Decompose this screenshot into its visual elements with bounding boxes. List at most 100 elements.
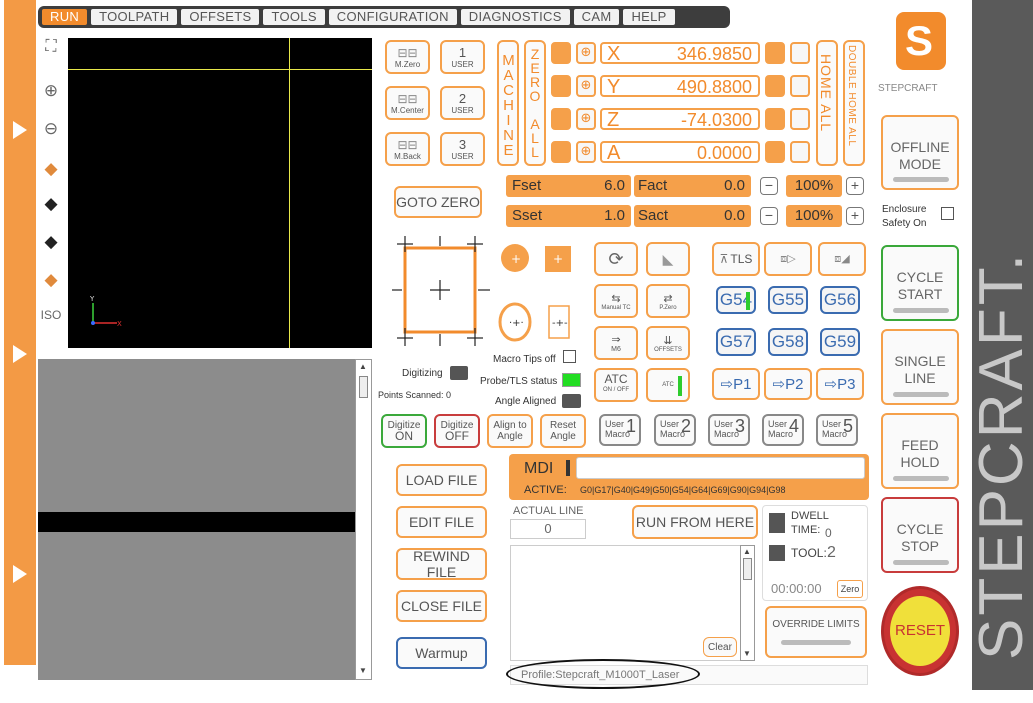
spindle-plus-button[interactable]: + — [846, 207, 864, 225]
home-y-icon[interactable] — [765, 75, 785, 97]
load-file-button[interactable]: LOAD FILE — [396, 464, 487, 496]
goto-y-icon[interactable] — [790, 75, 810, 97]
zero-x-icon[interactable] — [551, 42, 571, 64]
enclosure-safety-checkbox[interactable] — [941, 207, 954, 220]
dro-z[interactable]: Z-74.0300 — [600, 108, 760, 130]
tab-help[interactable]: HELP — [623, 9, 675, 25]
feed-plus-button[interactable]: + — [846, 177, 864, 195]
scroll-up-icon[interactable]: ▲ — [743, 547, 751, 556]
view-right-cube-icon[interactable]: ◆ — [44, 270, 58, 289]
timer-zero-button[interactable]: Zero — [837, 580, 863, 598]
zero-a-icon[interactable] — [551, 141, 571, 163]
expand-arrow-icon[interactable] — [13, 565, 27, 583]
double-home-all-button[interactable]: DOUBLE HOME ALL — [843, 40, 865, 166]
ref-y-icon[interactable]: ⊕ — [576, 75, 596, 97]
tab-cam[interactable]: CAM — [573, 9, 620, 25]
m6-button[interactable]: ⇒M6 — [594, 326, 638, 360]
goto-zero-button[interactable]: GOTO ZERO — [394, 186, 482, 218]
p2-button[interactable]: ⇨P2 — [764, 368, 812, 400]
tls-button[interactable]: ⊼TLS — [712, 242, 760, 276]
mdi-input[interactable] — [576, 457, 865, 479]
tool-offsets-button[interactable]: ⇊OFFSETS — [646, 326, 690, 360]
home-a-icon[interactable] — [765, 141, 785, 163]
spindle-minus-button[interactable]: − — [760, 207, 778, 225]
tab-run[interactable]: RUN — [42, 9, 88, 25]
probe-xy-button[interactable]: ⧈◢ — [818, 242, 866, 276]
zoom-out-icon[interactable]: ⊖ — [43, 119, 59, 138]
home-z-icon[interactable] — [765, 108, 785, 130]
machine-zero-button[interactable]: ⊟⊟M.Zero — [385, 40, 430, 74]
scroll-down-icon[interactable]: ▼ — [743, 649, 751, 658]
view-side-cube-icon[interactable]: ◆ — [44, 232, 58, 251]
gcode-scrollbar[interactable]: ▲ ▼ — [355, 359, 372, 680]
atc-status-button[interactable]: ATC — [646, 368, 690, 402]
p3-button[interactable]: ⇨P3 — [816, 368, 864, 400]
edit-file-button[interactable]: EDIT FILE — [396, 506, 487, 538]
g58-button[interactable]: G58 — [768, 328, 808, 356]
home-all-button[interactable]: HOME ALL — [816, 40, 838, 166]
tab-tools[interactable]: TOOLS — [263, 9, 325, 25]
goto-a-icon[interactable] — [790, 141, 810, 163]
machine-coords-toggle[interactable]: MACHINE — [497, 40, 519, 166]
ref-z-icon[interactable]: ⊕ — [576, 108, 596, 130]
gcode-viewer[interactable] — [38, 359, 372, 680]
run-from-here-button[interactable]: RUN FROM HERE — [632, 505, 758, 539]
pzero-button[interactable]: ⇄P.Zero — [646, 284, 690, 318]
g56-button[interactable]: G56 — [820, 286, 860, 314]
expand-arrow-icon[interactable] — [13, 345, 27, 363]
laser-button[interactable]: ◣ — [646, 242, 690, 276]
warmup-button[interactable]: Warmup — [396, 637, 487, 669]
zero-all-button[interactable]: ZERO ALL — [524, 40, 546, 166]
fit-view-icon[interactable]: ⛶ — [45, 38, 57, 55]
scroll-thumb[interactable] — [359, 376, 368, 398]
scroll-thumb[interactable] — [743, 558, 752, 580]
close-file-button[interactable]: CLOSE FILE — [396, 590, 487, 622]
zero-y-icon[interactable] — [551, 75, 571, 97]
override-limits-button[interactable]: OVERRIDE LIMITS — [765, 606, 867, 658]
ref-x-icon[interactable]: ⊕ — [576, 42, 596, 64]
manual-tc-button[interactable]: ⇆Manual TC — [594, 284, 638, 318]
g57-button[interactable]: G57 — [716, 328, 756, 356]
g59-button[interactable]: G59 — [820, 328, 860, 356]
goto-z-icon[interactable] — [790, 108, 810, 130]
probe-z-button[interactable]: ⧈▷ — [764, 242, 812, 276]
view-iso-button[interactable]: ISO — [40, 308, 62, 322]
scroll-down-icon[interactable]: ▼ — [359, 666, 367, 675]
macro-tips-checkbox[interactable] — [563, 350, 576, 363]
probe-target-diagram[interactable] — [388, 234, 492, 350]
p1-button[interactable]: ⇨P1 — [712, 368, 760, 400]
toolpath-viewport[interactable]: Y X — [68, 38, 372, 348]
tab-offsets[interactable]: OFFSETS — [181, 9, 260, 25]
scroll-up-icon[interactable]: ▲ — [359, 362, 367, 371]
view-top-cube-icon[interactable]: ◆ — [44, 159, 58, 178]
clear-button[interactable]: Clear — [703, 637, 737, 657]
view-front-cube-icon[interactable]: ◆ — [44, 194, 58, 213]
tab-diagnostics[interactable]: DIAGNOSTICS — [460, 9, 570, 25]
zoom-in-icon[interactable]: ⊕ — [43, 81, 59, 100]
machine-center-button[interactable]: ⊟⊟M.Center — [385, 86, 430, 120]
g55-button[interactable]: G55 — [768, 286, 808, 314]
tab-configuration[interactable]: CONFIGURATION — [328, 9, 457, 25]
g54-button[interactable]: G54 — [716, 286, 756, 314]
spindle-rotate-button[interactable]: ⟳ — [594, 242, 638, 276]
